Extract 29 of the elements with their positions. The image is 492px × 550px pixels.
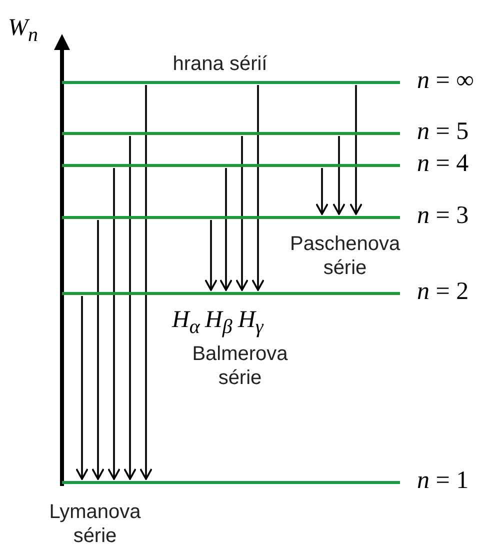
- transition-arrow: [108, 168, 120, 480]
- transition-arrow: [252, 85, 264, 291]
- level-label: n = 4: [417, 150, 469, 178]
- transition-arrow: [220, 168, 232, 291]
- transition-arrow: [124, 136, 136, 480]
- energy-level-line: [62, 481, 400, 484]
- series-label: Balmerova série: [191, 342, 289, 390]
- transition-arrow: [76, 296, 88, 480]
- energy-level-line: [62, 132, 400, 135]
- transition-arrow: [350, 85, 362, 215]
- transition-arrow: [204, 220, 218, 291]
- transition-arrow: [140, 85, 152, 480]
- transition-arrow: [316, 168, 328, 215]
- axis-label: W$_{n}$: [8, 14, 39, 48]
- series-label: Paschenova série: [290, 232, 400, 280]
- level-label: n = 3: [417, 202, 469, 230]
- energy-level-line: [62, 292, 400, 295]
- transition-arrow: [236, 136, 248, 291]
- level-label: n = ∞: [417, 67, 474, 95]
- transition-arrow: [332, 136, 346, 215]
- level-label: n = 1: [417, 467, 469, 495]
- energy-level-line: [62, 81, 400, 84]
- level-label: n = 5: [417, 118, 469, 146]
- transition-arrow: [92, 220, 104, 480]
- series-label: Lymanova série: [48, 500, 142, 548]
- level-label: n = 2: [417, 278, 469, 306]
- energy-level-line: [62, 164, 400, 167]
- energy-level-line: [62, 216, 400, 219]
- series-limit-label: hrana sérií: [172, 52, 268, 76]
